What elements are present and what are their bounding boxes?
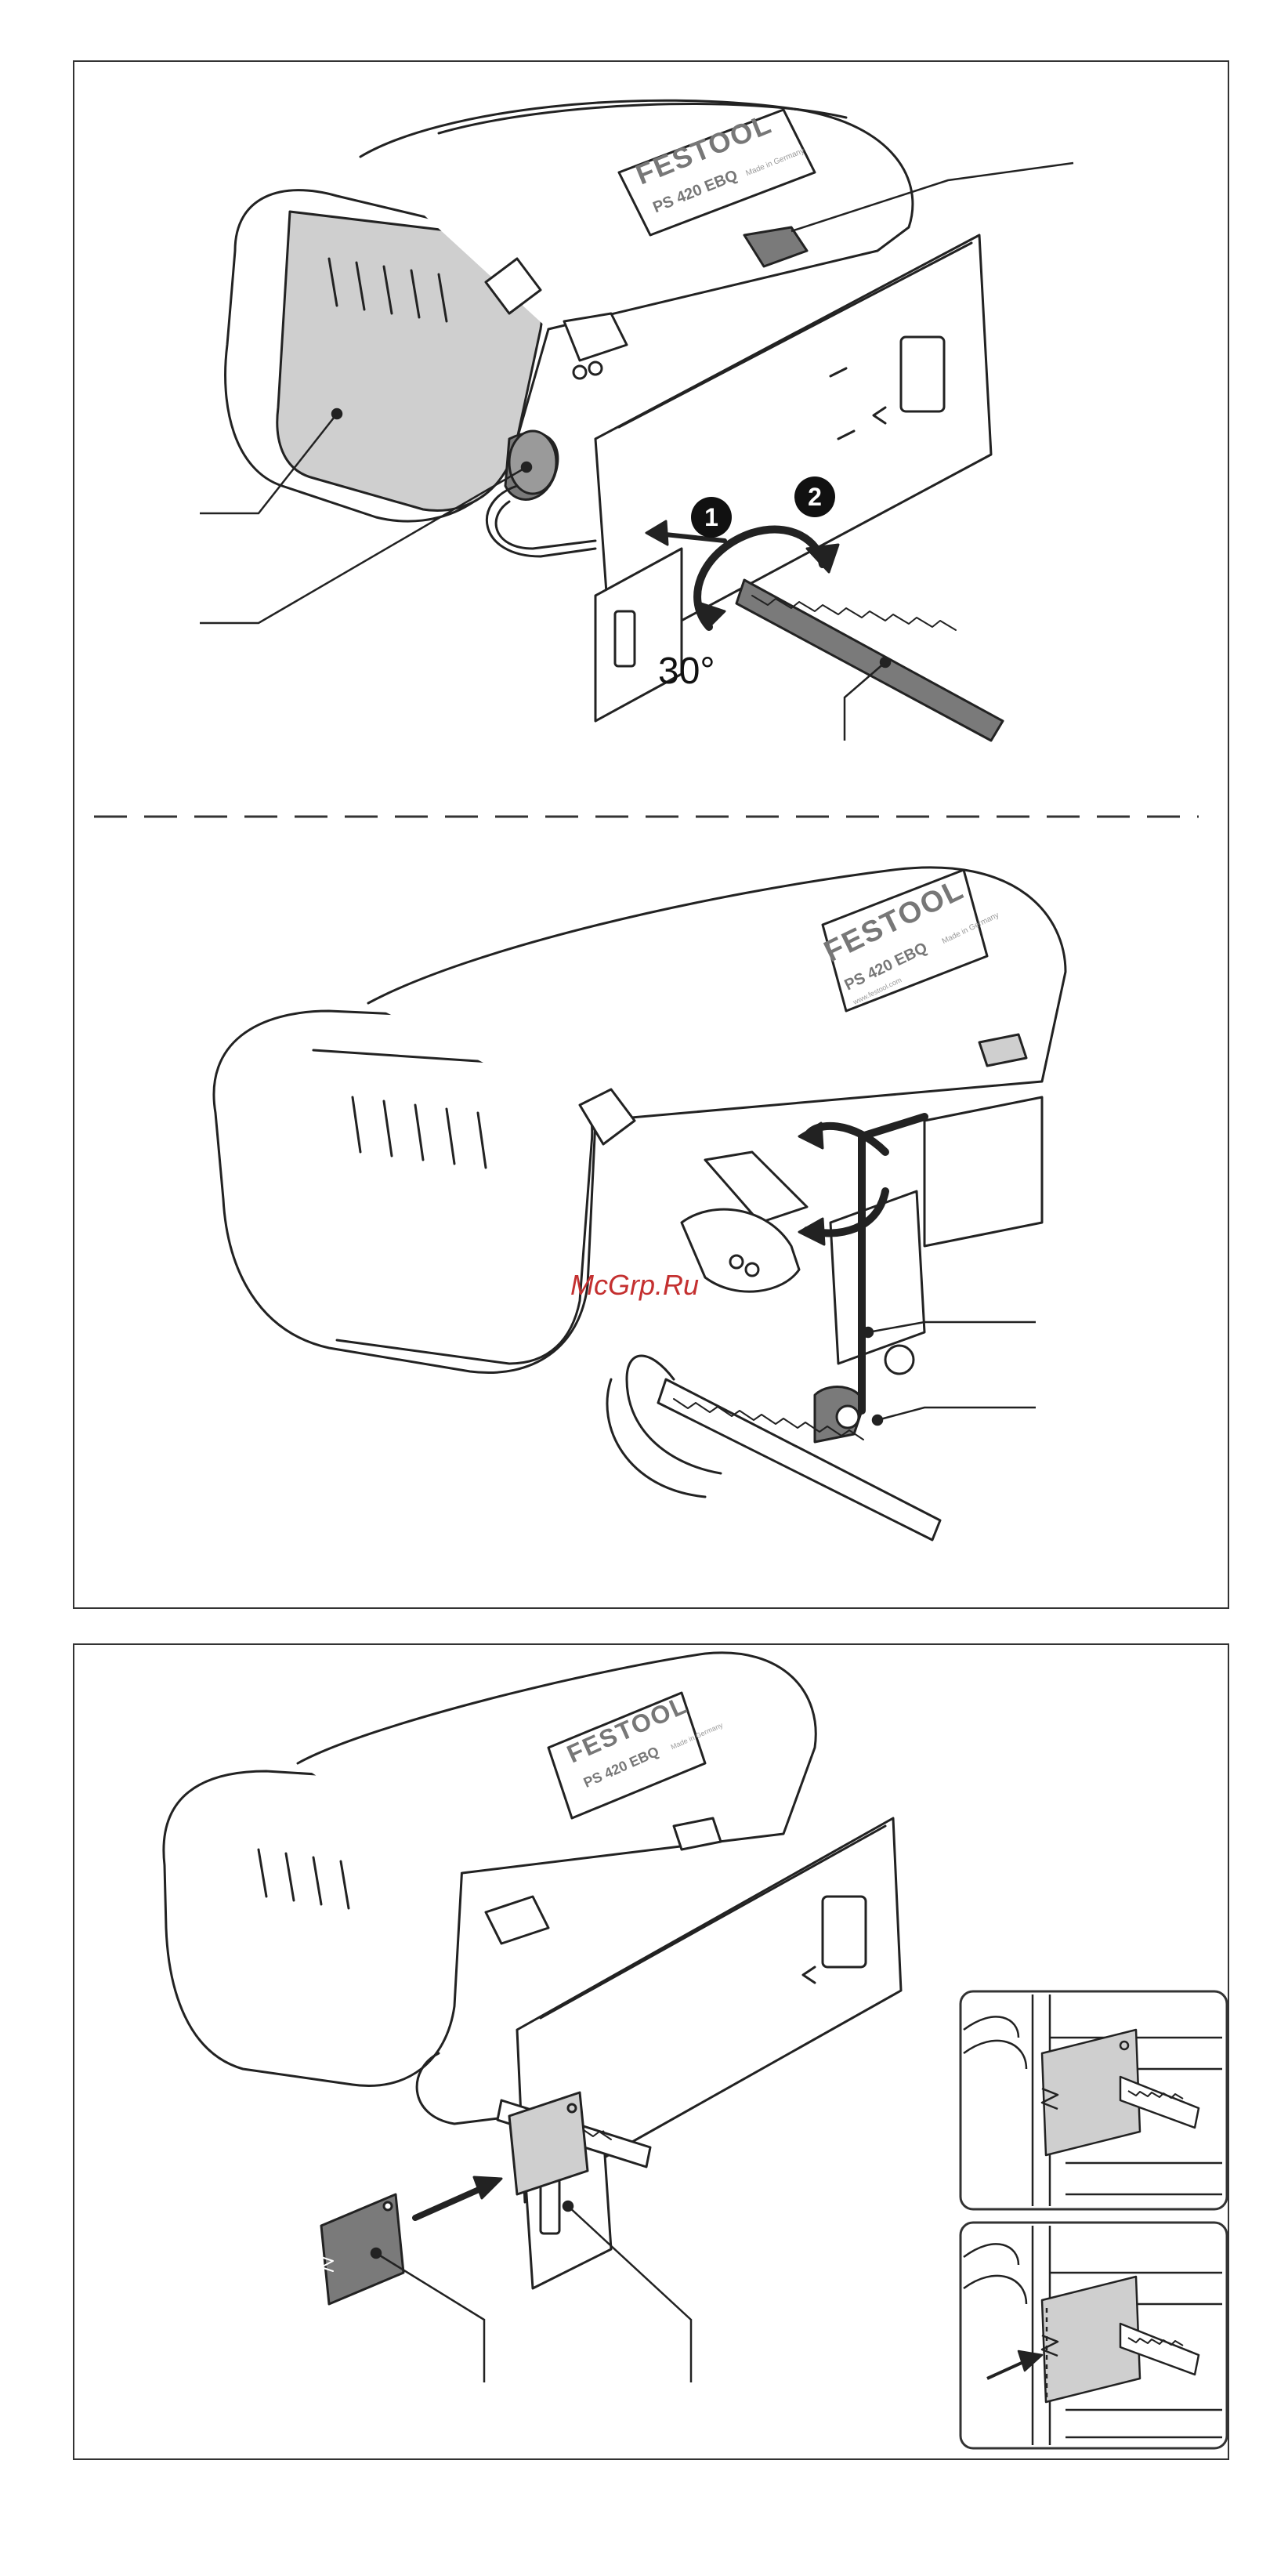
- detail-inset-bottom: [961, 2223, 1227, 2448]
- detail-inset-top: [961, 1991, 1227, 2209]
- figure-splinter-guard: [164, 1653, 901, 2304]
